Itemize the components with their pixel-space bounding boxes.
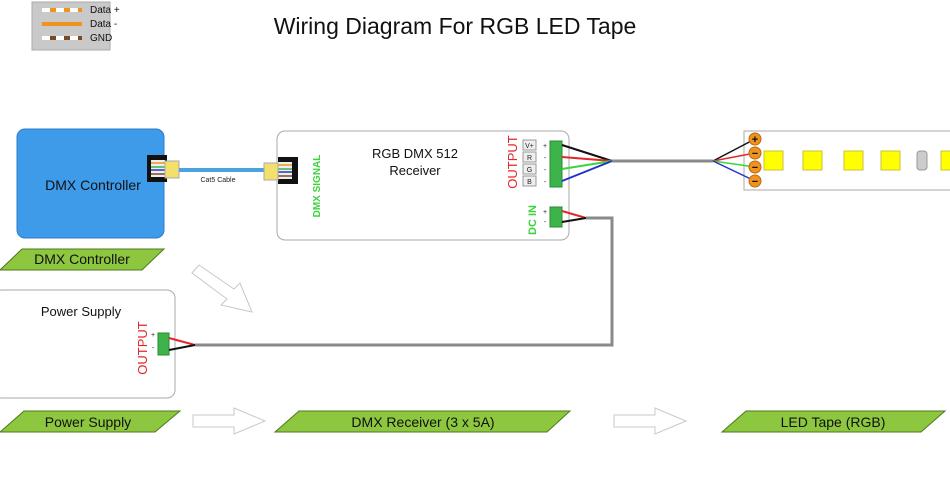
power-output-label: OUTPUT [135,321,150,375]
stage-label-led-tape [720,410,947,433]
pin-sign: - [544,219,547,226]
arrow-diagonal-icon [191,264,253,313]
stage-label-power-supply [0,410,182,433]
tape-terminals: + − − − [748,132,762,188]
power-cable [195,216,614,347]
led-chips [763,150,950,171]
receiver-title: RGB DMX 512 [372,146,458,161]
receiver-subtitle: Receiver [389,163,441,178]
pin-sign: + [543,143,547,150]
pin-label: V+ [525,143,534,150]
stage-label-text: DMX Controller [34,251,130,267]
stage-label-text: DMX Receiver (3 x 5A) [351,414,494,430]
led-chip [880,150,901,171]
receiver-box [276,130,570,241]
dmx-signal-label: DMX SIGNAL [312,155,323,218]
stage-label-dmx-controller [0,248,166,271]
rj45-port-controller [147,155,180,182]
cat5-cable-label: Cat5 Cable [200,177,235,184]
pin-sign: - [544,179,547,186]
pin-label: B [527,179,532,186]
pin-sign: + [543,209,547,216]
output-terminal [549,140,563,188]
pin-sign: + [151,332,155,339]
power-wire-positive [168,337,196,346]
stage-label-text: LED Tape (RGB) [781,414,886,430]
led-chip [802,150,823,171]
led-chip [843,150,864,171]
stage-label-text: Power Supply [45,414,131,430]
pin-label: R [527,155,532,162]
power-supply-label: Power Supply [41,304,122,319]
dmx-controller-box [16,128,165,239]
led-chip [763,150,784,171]
dc-in-terminal [549,206,563,228]
legend-label: Data - [90,19,117,30]
terminal-sign: + [752,134,758,146]
tape-wires [712,138,756,182]
legend-label: Data + [90,5,120,16]
diagram-title: Wiring Diagram For RGB LED Tape [274,13,637,39]
pin-sign: - [544,167,547,174]
power-wire-negative [168,344,196,351]
rj45-port-receiver [263,157,298,184]
dc-wire-positive [561,210,587,219]
pin-sign: - [544,155,547,162]
terminal-sign: − [752,162,758,174]
resistor [916,150,928,171]
pin-sign: - [152,345,155,352]
dc-in-label: DC IN [527,205,539,235]
output-wires [561,144,613,182]
led-chip [940,150,950,171]
output-label: OUTPUT [505,135,520,189]
dmx-controller-label: DMX Controller [45,177,141,193]
legend: Data + Data - GND [31,1,120,51]
dc-wire-negative [561,217,587,223]
arrow-right-icon [192,407,267,435]
legend-label: GND [90,33,112,44]
terminal-sign: − [752,176,758,188]
pin-label: G [527,167,532,174]
output-pin-labels: V+ R G B + - - - [522,139,547,187]
power-terminal [157,332,170,356]
terminal-sign: − [752,148,758,160]
arrow-right-icon [613,407,688,435]
stage-label-dmx-receiver [273,410,572,433]
power-supply-box [0,289,176,399]
